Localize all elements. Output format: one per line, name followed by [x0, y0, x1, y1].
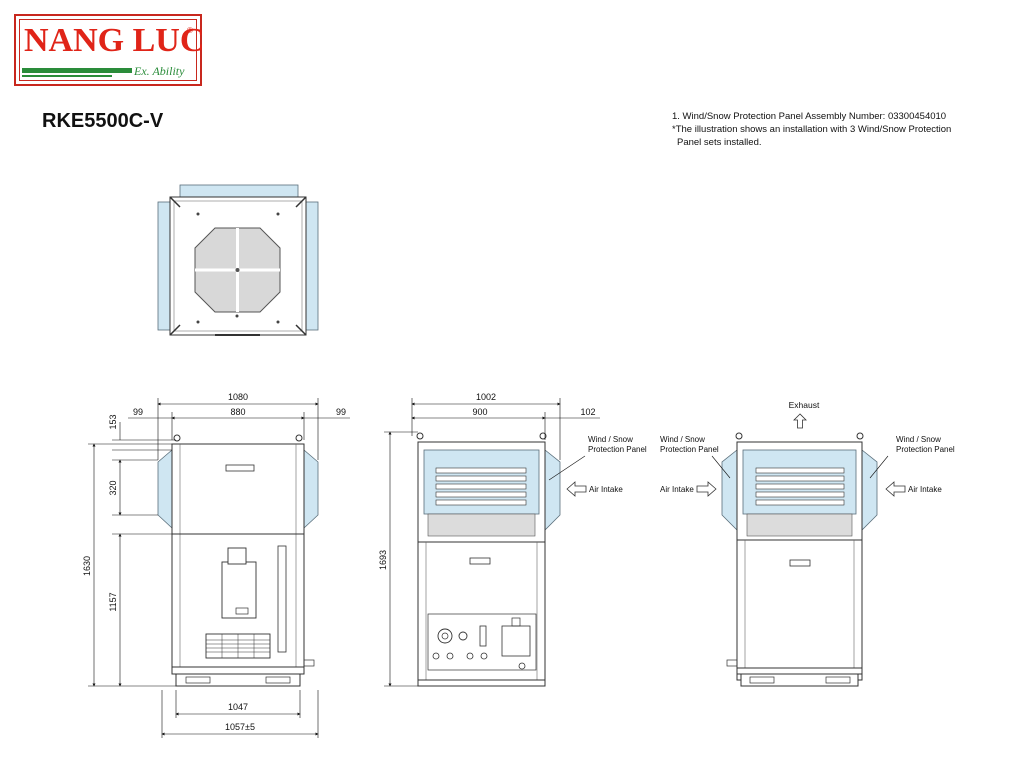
exhaust-arrow-icon	[793, 413, 807, 429]
side-panel-right	[544, 449, 561, 531]
air-intake-arrow-icon	[566, 481, 587, 497]
rear-panel-right	[861, 449, 878, 531]
front-view: 1080 880 99 99 153 320 1630 1157 1047 10…	[82, 392, 350, 738]
top-housing-inner	[173, 200, 303, 332]
air-intake-arrow-icon	[696, 481, 717, 497]
lifting-eye	[173, 434, 181, 442]
dim-overall-width: 1080	[228, 392, 248, 402]
lifting-eye	[856, 432, 864, 440]
dim-top: 153	[108, 414, 118, 429]
note-line-3: Panel sets installed.	[677, 137, 762, 148]
lifting-eye	[735, 432, 743, 440]
logo-name: NANG LUC	[24, 22, 205, 59]
logo-tagline: Ex. Ability	[134, 64, 185, 78]
front-vents	[205, 633, 271, 659]
bolt	[276, 212, 280, 216]
dim-side-inner-width: 900	[472, 407, 487, 417]
side-view: 1002 900 102 1693 Wind / Snow Protection…	[378, 392, 647, 687]
rear-base	[740, 673, 859, 687]
logo-stripe-thin	[22, 75, 112, 77]
dim-side-right-margin: 102	[580, 407, 595, 417]
rear-coil	[746, 513, 853, 537]
side-panel-label-line1: Wind / Snow	[588, 435, 633, 444]
front-panel-right	[303, 449, 319, 529]
rear-panel-right-label-line2: Protection Panel	[896, 445, 955, 454]
dim-base-width: 1047	[228, 702, 248, 712]
top-panel-right	[305, 201, 319, 331]
notes-block: 1. Wind/Snow Protection Panel Assembly N…	[672, 110, 992, 149]
top-view	[157, 184, 319, 336]
dim-lower-height: 1157	[108, 592, 118, 611]
dim-right-margin: 99	[336, 407, 346, 417]
note-line-2: *The illustration shows an installation …	[672, 124, 952, 135]
pipe-channel	[277, 545, 287, 653]
dim-panel-height: 320	[108, 480, 118, 495]
air-intake-arrow-icon	[885, 481, 906, 497]
rear-panel-left	[721, 449, 738, 531]
side-connection-panel	[427, 613, 537, 671]
bolt	[235, 314, 239, 318]
rear-air-intake-left-label: Air Intake	[660, 485, 694, 494]
lifting-eye	[416, 432, 424, 440]
logo-frame	[19, 19, 197, 81]
rear-view: Exhaust Wind / Snow Protection Panel Win…	[660, 400, 955, 687]
rear-panel-left-label-line2: Protection Panel	[660, 445, 719, 454]
dim-side-overall-width: 1002	[476, 392, 496, 402]
control-box	[221, 561, 257, 619]
front-panel-left	[157, 449, 173, 529]
dim-left-margin: 99	[133, 407, 143, 417]
rear-air-intake-right-label: Air Intake	[908, 485, 942, 494]
dim-inner-width: 880	[230, 407, 245, 417]
top-panel-left	[157, 201, 171, 331]
rear-panel-right-label-line1: Wind / Snow	[896, 435, 941, 444]
logo-registered-mark: ®	[187, 26, 193, 35]
dim-side-total-height: 1693	[378, 550, 388, 570]
side-coil	[427, 513, 536, 537]
rear-exhaust-label: Exhaust	[789, 400, 820, 410]
lifting-eye	[295, 434, 303, 442]
rear-louvers	[755, 467, 845, 506]
lifting-eye	[539, 432, 547, 440]
note-line-1: 1. Wind/Snow Protection Panel Assembly N…	[672, 111, 947, 122]
front-handle	[225, 464, 255, 472]
fan-center	[235, 268, 240, 272]
dim-total-height: 1630	[82, 556, 92, 576]
side-air-intake-label: Air Intake	[589, 485, 623, 494]
top-panel-back	[179, 184, 299, 198]
side-base	[417, 679, 546, 687]
bolt	[276, 320, 280, 324]
dim-base-tolerance: 1057±5	[225, 722, 255, 732]
side-panel-label-line2: Protection Panel	[588, 445, 647, 454]
front-base	[175, 673, 301, 687]
side-louvers	[435, 467, 527, 506]
bolt	[196, 212, 200, 216]
model-title: RKE5500C-V	[42, 110, 164, 132]
control-box-top	[227, 547, 247, 565]
bolt	[196, 320, 200, 324]
rear-panel-left-label-line1: Wind / Snow	[660, 435, 705, 444]
logo-stripe	[22, 68, 132, 73]
brand-logo: NANG LUC ® Ex. Ability	[14, 14, 205, 86]
